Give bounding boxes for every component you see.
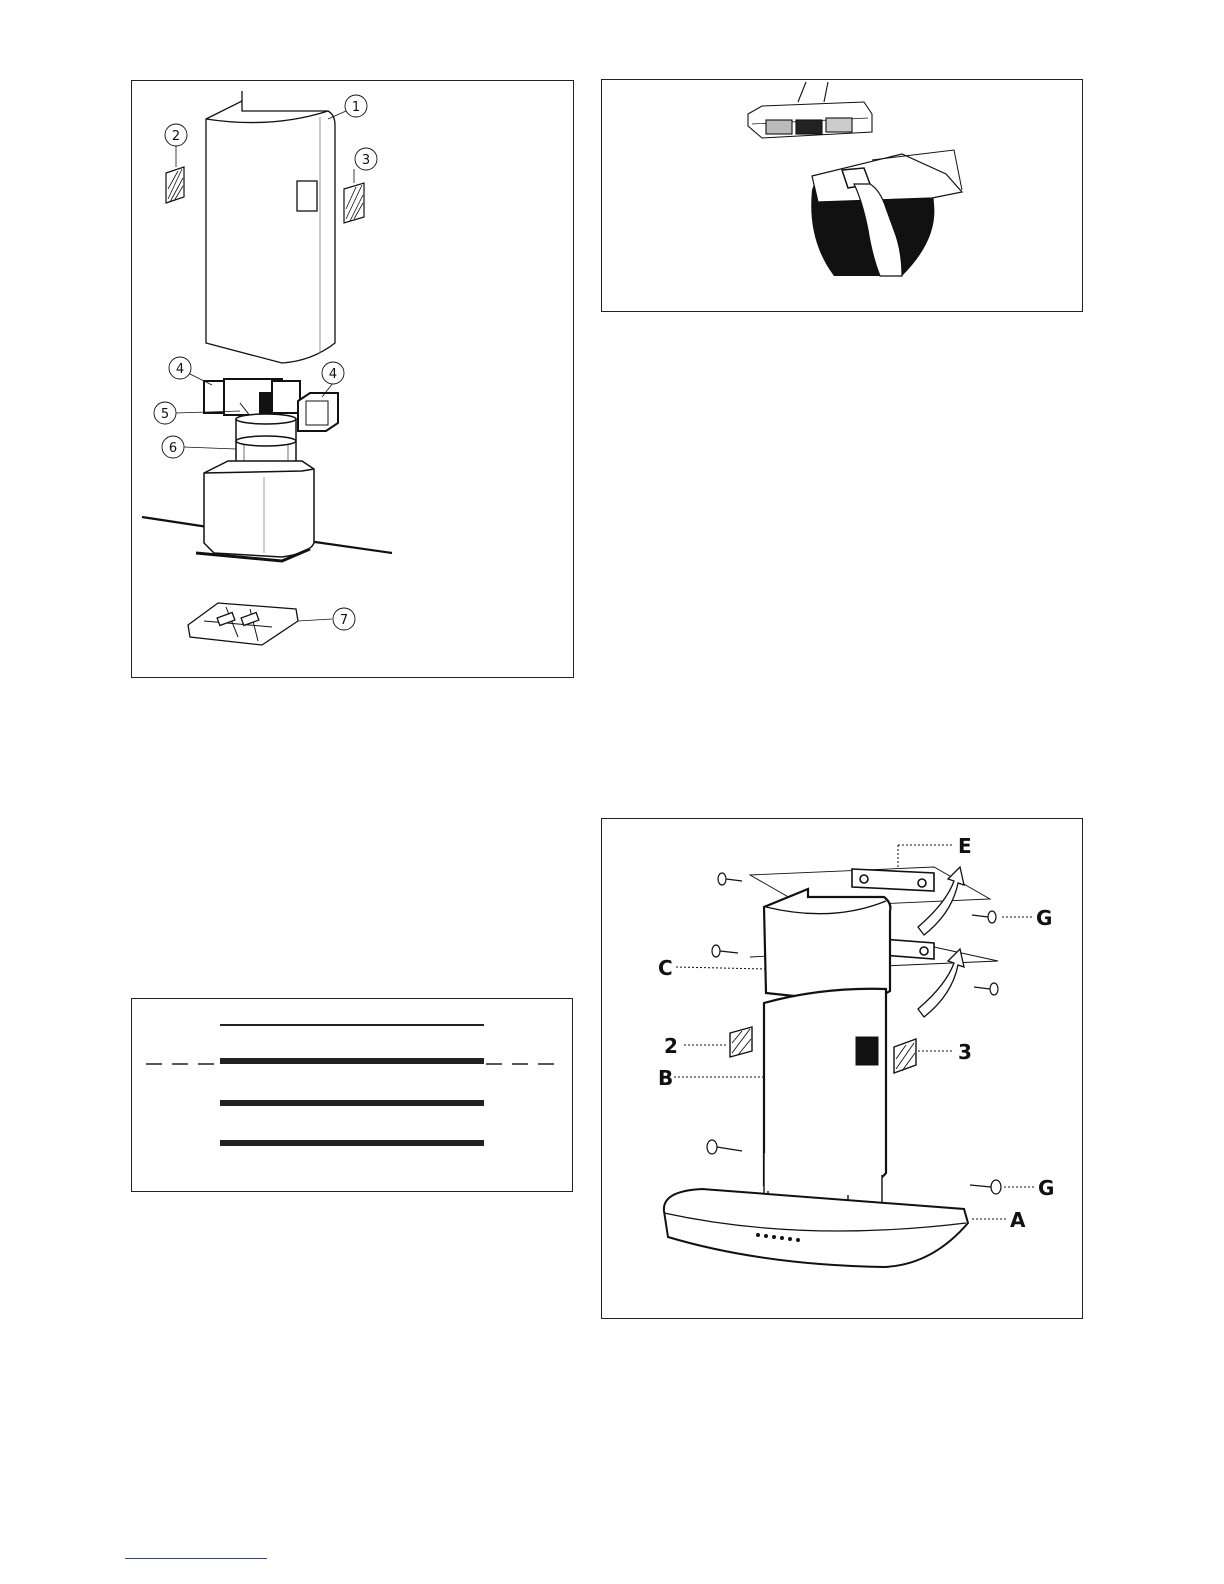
label-a: A	[1010, 1208, 1026, 1232]
assembly-drawing: E G C 2 3 B G A	[602, 819, 1084, 1320]
footer-rule	[125, 1558, 267, 1559]
figure-filter-release	[601, 79, 1083, 312]
chimney-parts-drawing: 1 2 3 4 4 5 6 7	[132, 81, 575, 679]
callout-4a: 4	[176, 362, 184, 377]
chimney-cover-illustration	[206, 91, 335, 363]
finger-press-detail	[811, 150, 962, 276]
hatched-plate-3-assembly	[894, 1039, 916, 1073]
figure-line-legend	[131, 998, 573, 1192]
spare-connector-illustration	[298, 393, 338, 431]
callout-1: 1	[352, 100, 360, 115]
hatched-plate-2	[166, 167, 184, 203]
hatched-plate-3	[344, 183, 364, 223]
upper-chimney-illustration	[764, 889, 890, 1000]
wall-line-left	[142, 517, 208, 527]
filter-tray-illustration	[188, 603, 298, 645]
motor-housing-illustration	[196, 461, 314, 561]
filter-release-drawing	[602, 80, 1084, 313]
figure-chimney-parts: 1 2 3 4 4 5 6 7	[131, 80, 574, 678]
callout-5: 5	[161, 407, 169, 422]
hatched-plate-2-assembly	[730, 1027, 752, 1057]
callout-2: 2	[172, 129, 180, 144]
callout-4b: 4	[329, 367, 337, 382]
label-2: 2	[664, 1034, 678, 1058]
label-g-bottom: G	[1038, 1176, 1054, 1200]
callout-3: 3	[362, 153, 370, 168]
bracket-upper-illustration	[852, 869, 934, 891]
hood-underside-illustration	[748, 82, 872, 138]
label-e: E	[958, 834, 972, 858]
label-b: B	[658, 1066, 673, 1090]
label-c: C	[658, 956, 673, 980]
label-g-top: G	[1036, 906, 1052, 930]
callout-6: 6	[169, 441, 177, 456]
hood-canopy-illustration	[664, 1153, 968, 1267]
wall-line-right	[308, 541, 392, 553]
line-legend-drawing	[132, 999, 574, 1193]
label-3: 3	[958, 1040, 972, 1064]
callout-7: 7	[340, 613, 348, 628]
figure-assembly: E G C 2 3 B G A	[601, 818, 1083, 1319]
